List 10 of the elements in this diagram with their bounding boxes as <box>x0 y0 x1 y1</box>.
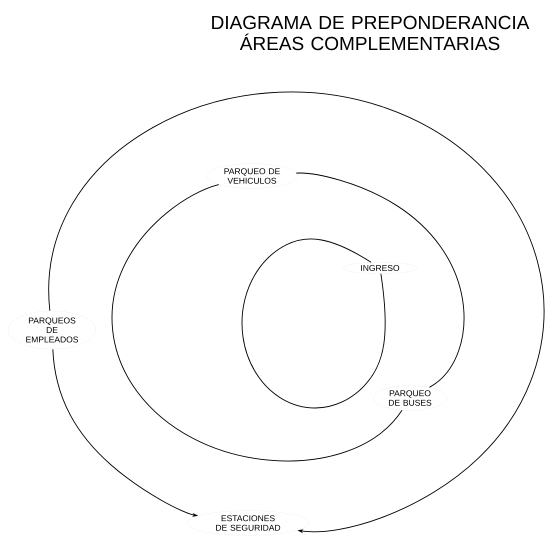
spiral-arc <box>242 238 386 408</box>
spiral-arc <box>296 172 464 388</box>
area-label: PARQUEO DE BUSES <box>373 385 447 411</box>
title: DIAGRAMA DE PREPONDERANCIA ÁREAS COMPLEMENTARIAS <box>212 16 530 50</box>
area-label: PARQUEO DE VEHICULOS <box>206 163 298 189</box>
spiral-arc <box>112 184 402 462</box>
spiral-arc <box>48 92 544 534</box>
area-label: INGRESO <box>343 262 417 274</box>
area-label: ESTACIONES DE SEGURIDAD <box>187 510 310 536</box>
area-label: PARQUEOS DE EMPLEADOS <box>8 310 96 350</box>
